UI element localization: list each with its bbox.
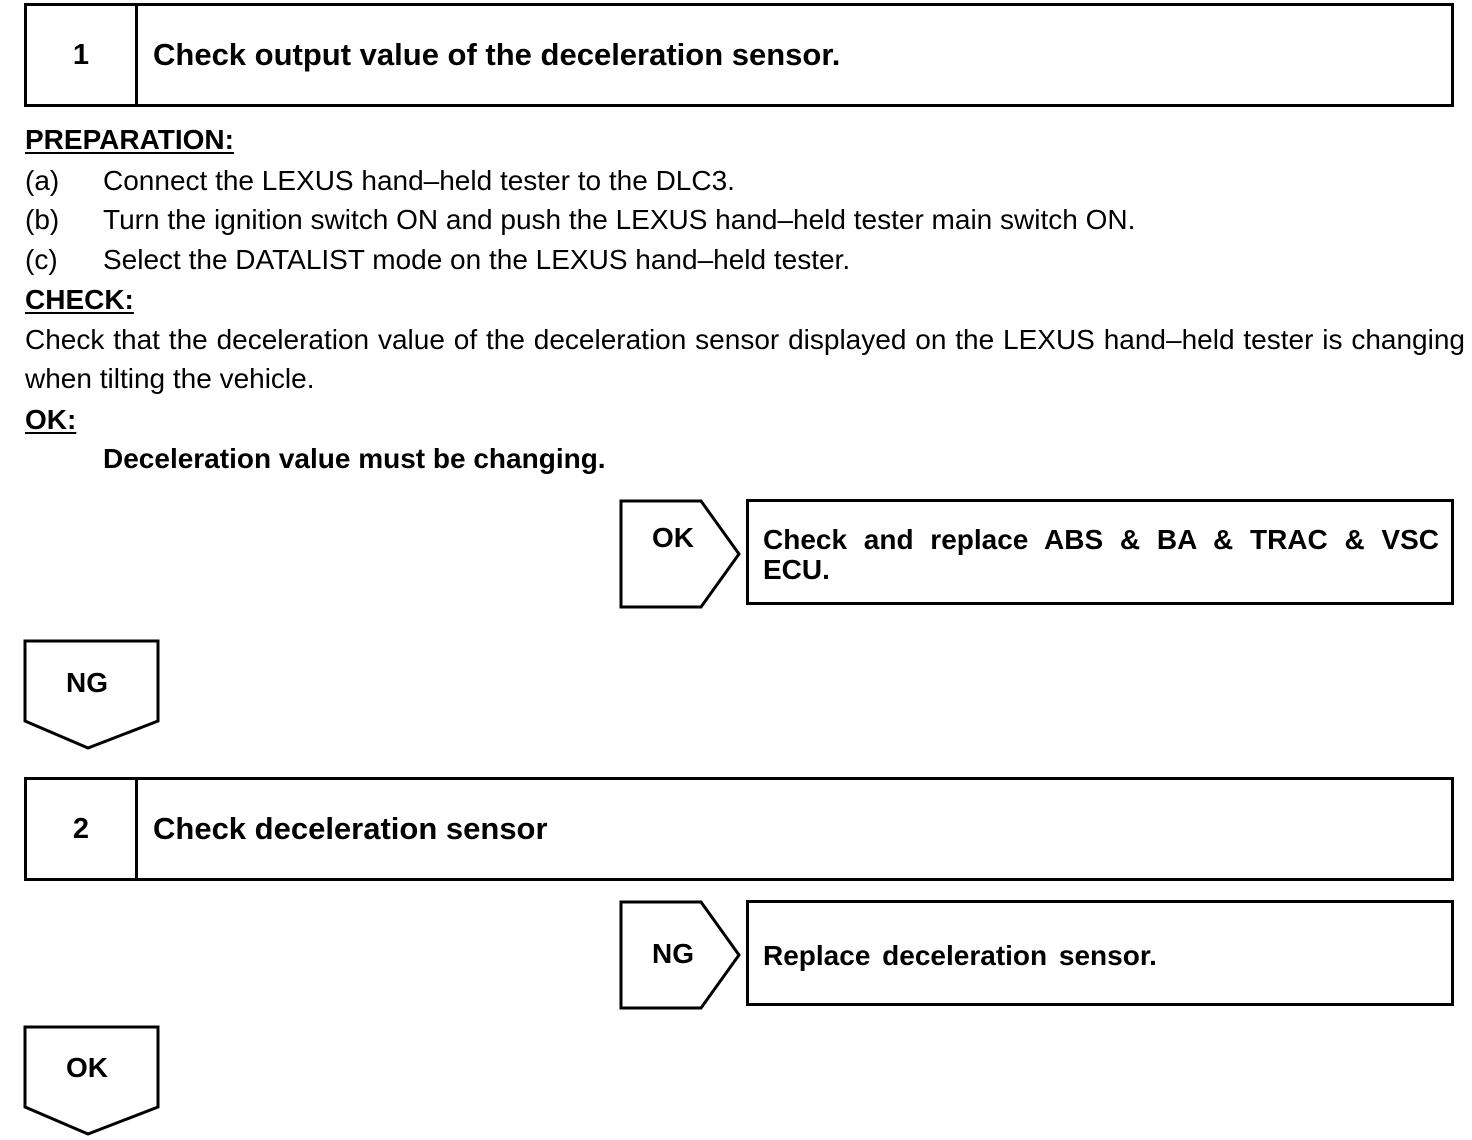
- step-title: Check output value of the deceleration s…: [153, 37, 841, 72]
- branch-ok-result-text: Check and replace ABS & BA & TRAC & VSC …: [763, 524, 1439, 585]
- check-text: Check that the deceleration value of the…: [25, 324, 1465, 394]
- step-number: 1: [27, 6, 138, 104]
- branch-ng-arrow: [619, 900, 741, 1010]
- preparation-heading: PREPARATION:: [25, 124, 234, 155]
- down-ok-label: OK: [66, 1052, 108, 1083]
- down-ok-arrow: [23, 1025, 160, 1136]
- step-title: Check deceleration sensor: [153, 811, 548, 846]
- branch-ng-result-text: Replace deceleration sensor.: [763, 940, 1157, 971]
- item-text: Select the DATALIST mode on the LEXUS ha…: [103, 244, 851, 275]
- preparation-item: (c) Select the DATALIST mode on the LEXUS…: [25, 244, 850, 276]
- preparation-item: (b) Turn the ignition switch ON and push …: [25, 204, 1135, 236]
- item-text: Turn the ignition switch ON and push the…: [103, 204, 1136, 235]
- branch-ok-label: OK: [652, 522, 694, 553]
- check-heading: CHECK:: [25, 284, 134, 315]
- item-text: Connect the LEXUS hand–held tester to th…: [103, 165, 735, 196]
- branch-ng-label: NG: [652, 938, 694, 969]
- ok-value: Deceleration value must be changing.: [103, 443, 606, 474]
- ok-heading: OK:: [25, 404, 77, 435]
- item-marker: (c): [25, 244, 58, 275]
- step-2-box: 2 Check deceleration sensor: [24, 777, 1454, 881]
- item-marker: (a): [25, 165, 60, 196]
- branch-ng-result-box: Replace deceleration sensor.: [746, 900, 1454, 1006]
- preparation-item: (a) Connect the LEXUS hand–held tester to…: [25, 165, 735, 197]
- down-ng-label: NG: [66, 667, 108, 698]
- branch-ok-result-box: Check and replace ABS & BA & TRAC & VSC …: [746, 499, 1454, 605]
- step-1-box: 1 Check output value of the deceleration…: [24, 3, 1454, 107]
- step-number: 2: [27, 780, 138, 878]
- item-marker: (b): [25, 204, 60, 235]
- branch-ok-arrow: [619, 499, 741, 609]
- down-ng-arrow: [23, 639, 160, 750]
